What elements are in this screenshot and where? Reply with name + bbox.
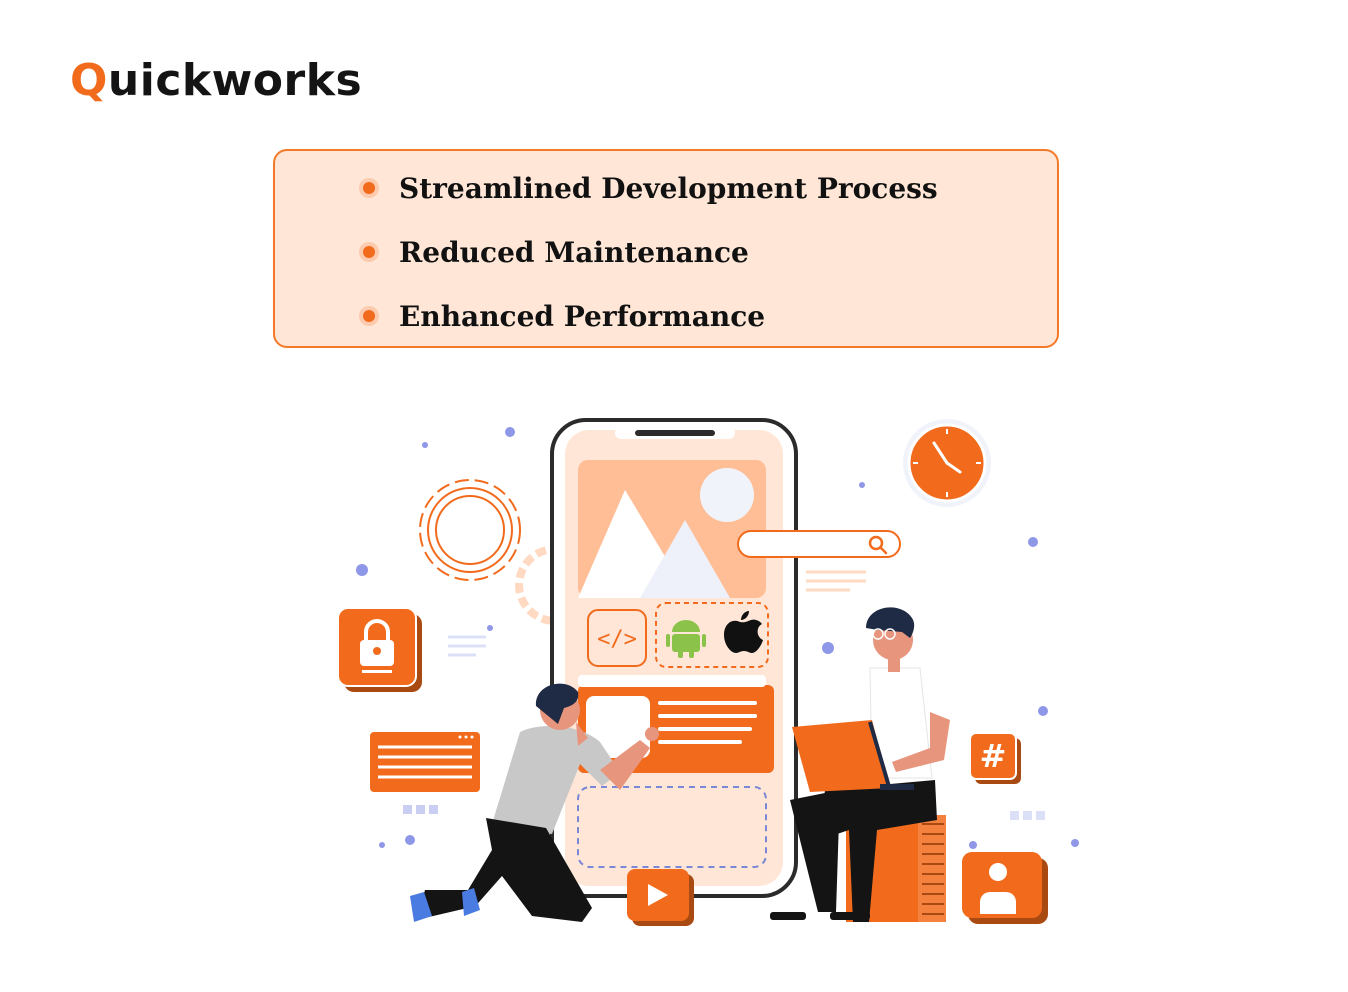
search-bar — [737, 530, 901, 592]
logo-text: uickworks — [107, 54, 363, 106]
benefit-label: Streamlined Development Process — [399, 171, 938, 205]
document-card — [370, 732, 480, 814]
benefit-item: Enhanced Performance — [363, 296, 765, 336]
search-icon — [868, 535, 888, 555]
bullet-icon — [363, 310, 375, 322]
hashtag-icon: # — [969, 732, 1021, 784]
user-icon — [962, 852, 1048, 924]
apple-icon — [724, 611, 763, 653]
benefit-item: Reduced Maintenance — [363, 232, 749, 272]
kneeling-developer — [410, 683, 659, 922]
svg-text:#: # — [980, 737, 1007, 775]
android-icon — [666, 620, 706, 658]
clock-icon — [903, 419, 991, 507]
benefit-label: Enhanced Performance — [399, 299, 766, 333]
bullet-icon — [363, 246, 375, 258]
play-icon — [627, 869, 694, 926]
seated-developer — [770, 607, 950, 922]
decorative-dots — [356, 427, 1079, 849]
bullet-icon — [363, 182, 375, 194]
benefits-card: Streamlined Development Process Reduced … — [273, 149, 1059, 348]
lock-icon — [337, 607, 422, 692]
logo-initial: Q — [70, 54, 108, 106]
benefit-label: Reduced Maintenance — [399, 235, 749, 269]
code-icon: </> — [597, 627, 637, 652]
phone-mockup: </> — [550, 418, 798, 898]
app-development-illustration: </> — [337, 418, 1079, 926]
benefit-item: Streamlined Development Process — [363, 168, 938, 208]
